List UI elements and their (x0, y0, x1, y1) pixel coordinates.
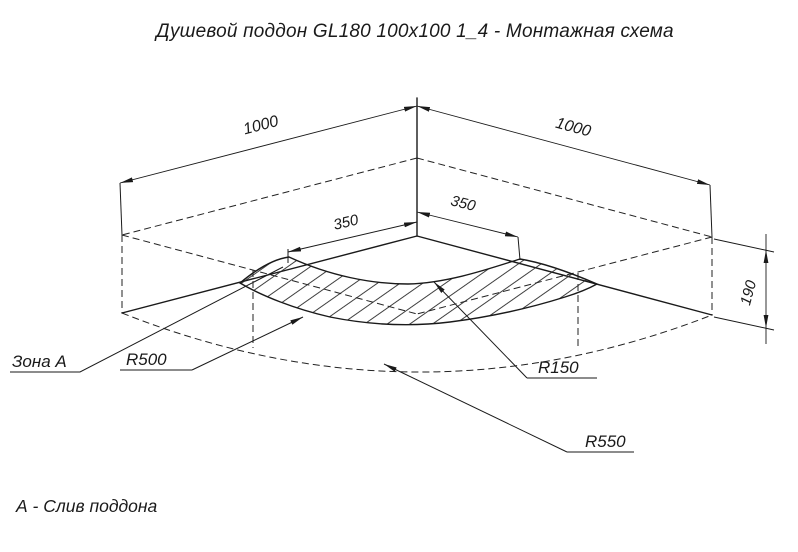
r550-callout: R550 (383, 363, 634, 453)
tray-edges (121, 97, 713, 326)
dimension-line (416, 105, 711, 186)
r150-label: R150 (538, 358, 579, 377)
dimension-value-350-right: 350 (449, 192, 478, 215)
dimension-width-left: 1000 (119, 105, 418, 236)
drain-zone-band (238, 256, 599, 326)
dimension-height: 190 (713, 234, 775, 344)
r550-bottom-arc (121, 312, 713, 373)
box-top-edge-left (121, 157, 418, 236)
r550-leader-line (383, 363, 568, 453)
extension-line-bottom (713, 316, 775, 331)
r500-leader-line (191, 316, 304, 371)
dimension-width-right: 1000 (416, 105, 713, 238)
dimension-offset-right: 350 (416, 192, 521, 261)
drain-note: А - Слив поддона (15, 496, 158, 516)
dimension-line (119, 105, 418, 184)
extension-line-top (713, 238, 775, 253)
dimension-value-1000-right: 1000 (554, 115, 593, 141)
r500-label: R500 (126, 350, 167, 369)
extension-line (119, 182, 123, 236)
dimension-value-350-left: 350 (332, 211, 361, 233)
r500-callout: R500 (120, 316, 304, 371)
drawing-title: Душевой поддон GL180 100x100 1_4 - Монта… (154, 21, 674, 42)
zone-a-label: Зона А (12, 352, 67, 371)
dimension-offset-left: 350 (287, 211, 418, 263)
r150-callout: R150 (433, 281, 597, 379)
dimension-value-190: 190 (737, 278, 760, 307)
dimension-line (287, 221, 418, 253)
extension-line (517, 236, 521, 261)
r150-leader-line (433, 281, 528, 379)
extension-line (709, 184, 713, 238)
dimension-line (416, 211, 519, 238)
r550-label: R550 (585, 432, 626, 451)
dimension-value-1000-left: 1000 (242, 113, 281, 138)
zone-a-callout: Зона А (10, 266, 284, 373)
zone-a-leader-line (10, 266, 284, 373)
